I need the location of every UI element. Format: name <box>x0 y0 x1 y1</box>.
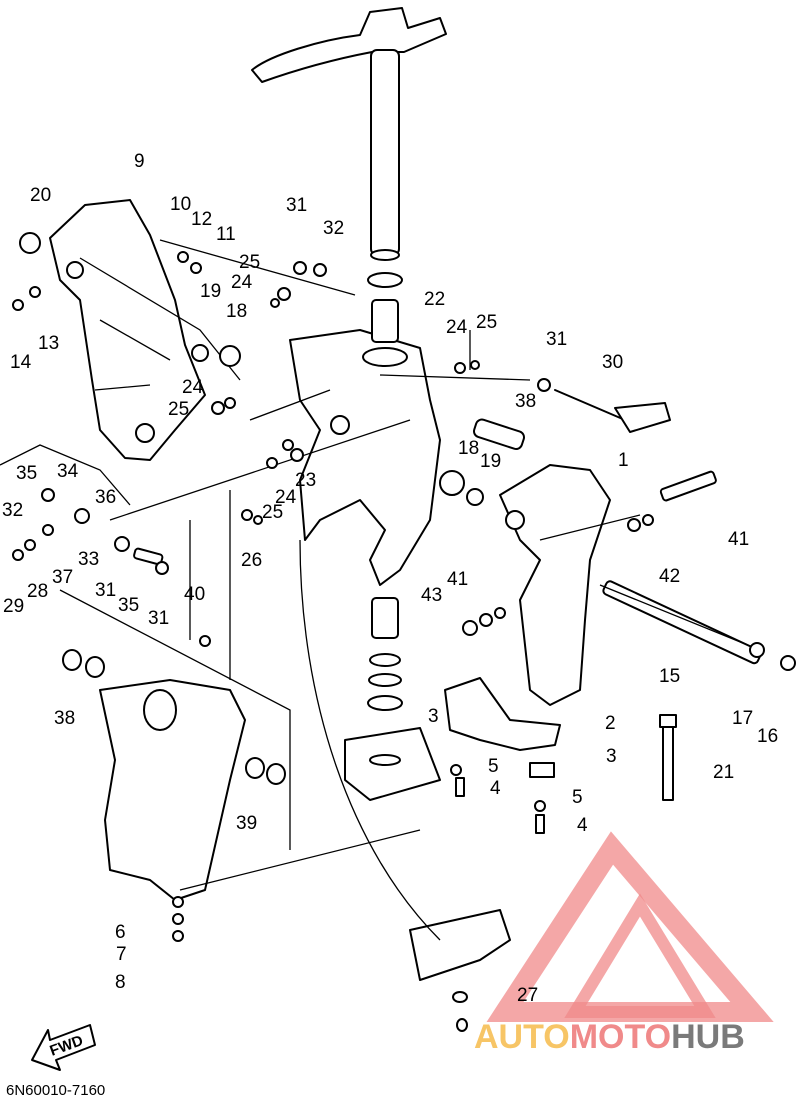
callout-17: 17 <box>732 708 753 729</box>
callout-25: 25 <box>476 312 497 333</box>
callout-24: 24 <box>231 272 253 293</box>
watermark-logo <box>486 831 774 1022</box>
callout-6: 6 <box>115 922 126 943</box>
callout-7: 7 <box>116 944 127 965</box>
callout-2: 2 <box>605 713 616 734</box>
callout-30: 30 <box>602 352 623 373</box>
callout-1: 1 <box>618 450 629 471</box>
callout-25: 25 <box>239 252 260 273</box>
fwd-arrow: FWD <box>31 1024 96 1071</box>
leader-lines <box>0 239 761 941</box>
watermark-auto: AUTO <box>474 1018 570 1056</box>
stern-bracket-right <box>499 464 611 706</box>
callout-31: 31 <box>546 329 567 350</box>
callout-38: 38 <box>515 391 536 412</box>
callout-13: 13 <box>38 333 59 354</box>
diagram-code: 6N60010-7160 <box>6 1082 105 1099</box>
callout-22: 22 <box>424 289 445 310</box>
callout-18: 18 <box>458 438 479 459</box>
callout-35: 35 <box>118 595 139 616</box>
callout-19: 19 <box>480 451 501 472</box>
callout-39: 39 <box>236 813 257 834</box>
watermark-text: AUTOMOTOHUB <box>474 1018 745 1056</box>
callout-34: 34 <box>57 461 79 482</box>
steering-shaft <box>251 7 447 261</box>
bushing-stack <box>344 272 441 801</box>
callout-33: 33 <box>78 549 99 570</box>
callout-36: 36 <box>95 487 116 508</box>
callout-26: 26 <box>241 550 262 571</box>
callout-3: 3 <box>428 706 439 727</box>
callout-27: 27 <box>517 985 538 1006</box>
clamp-bracket <box>444 677 561 834</box>
callout-20: 20 <box>30 185 51 206</box>
callout-4: 4 <box>490 778 501 799</box>
callout-42: 42 <box>659 566 680 587</box>
callout-15: 15 <box>659 666 680 687</box>
callout-10: 10 <box>170 194 191 215</box>
callout-28: 28 <box>27 581 48 602</box>
callout-41: 41 <box>728 529 749 550</box>
callout-29: 29 <box>3 596 24 617</box>
callout-19: 19 <box>200 281 221 302</box>
callout-11: 11 <box>216 224 236 245</box>
lower-plate <box>409 909 511 1032</box>
callout-41: 41 <box>447 569 468 590</box>
callout-5: 5 <box>488 756 499 777</box>
callout-3: 3 <box>606 746 617 767</box>
callout-38: 38 <box>54 708 75 729</box>
stern-bracket-left <box>49 199 206 461</box>
callout-4: 4 <box>577 815 588 836</box>
callout-37: 37 <box>52 567 73 588</box>
callout-21: 21 <box>713 762 734 783</box>
callout-32: 32 <box>323 218 344 239</box>
callout-labels: 1233445567891011121314151617181819192021… <box>2 151 778 1006</box>
callout-16: 16 <box>757 726 778 747</box>
callout-9: 9 <box>134 151 145 172</box>
watermark-moto: MOTO <box>570 1018 671 1056</box>
callout-35: 35 <box>16 463 37 484</box>
callout-31: 31 <box>148 608 169 629</box>
callout-25: 25 <box>168 399 189 420</box>
callout-40: 40 <box>184 584 205 605</box>
hardware <box>12 232 796 942</box>
callout-31: 31 <box>95 580 116 601</box>
callout-24: 24 <box>182 377 204 398</box>
callout-12: 12 <box>191 209 212 230</box>
callout-18: 18 <box>226 301 247 322</box>
callout-8: 8 <box>115 972 126 993</box>
callout-5: 5 <box>572 787 583 808</box>
callout-24: 24 <box>446 317 468 338</box>
long-bolt <box>659 714 677 801</box>
callout-25: 25 <box>262 502 283 523</box>
callout-31: 31 <box>286 195 307 216</box>
callout-43: 43 <box>421 585 442 606</box>
swivel-bracket <box>289 329 441 586</box>
callout-14: 14 <box>10 352 32 373</box>
callout-32: 32 <box>2 500 23 521</box>
watermark-hub: HUB <box>671 1018 745 1056</box>
callout-23: 23 <box>295 470 316 491</box>
trim-tilt-unit <box>62 649 286 901</box>
callout-24: 24 <box>275 487 297 508</box>
